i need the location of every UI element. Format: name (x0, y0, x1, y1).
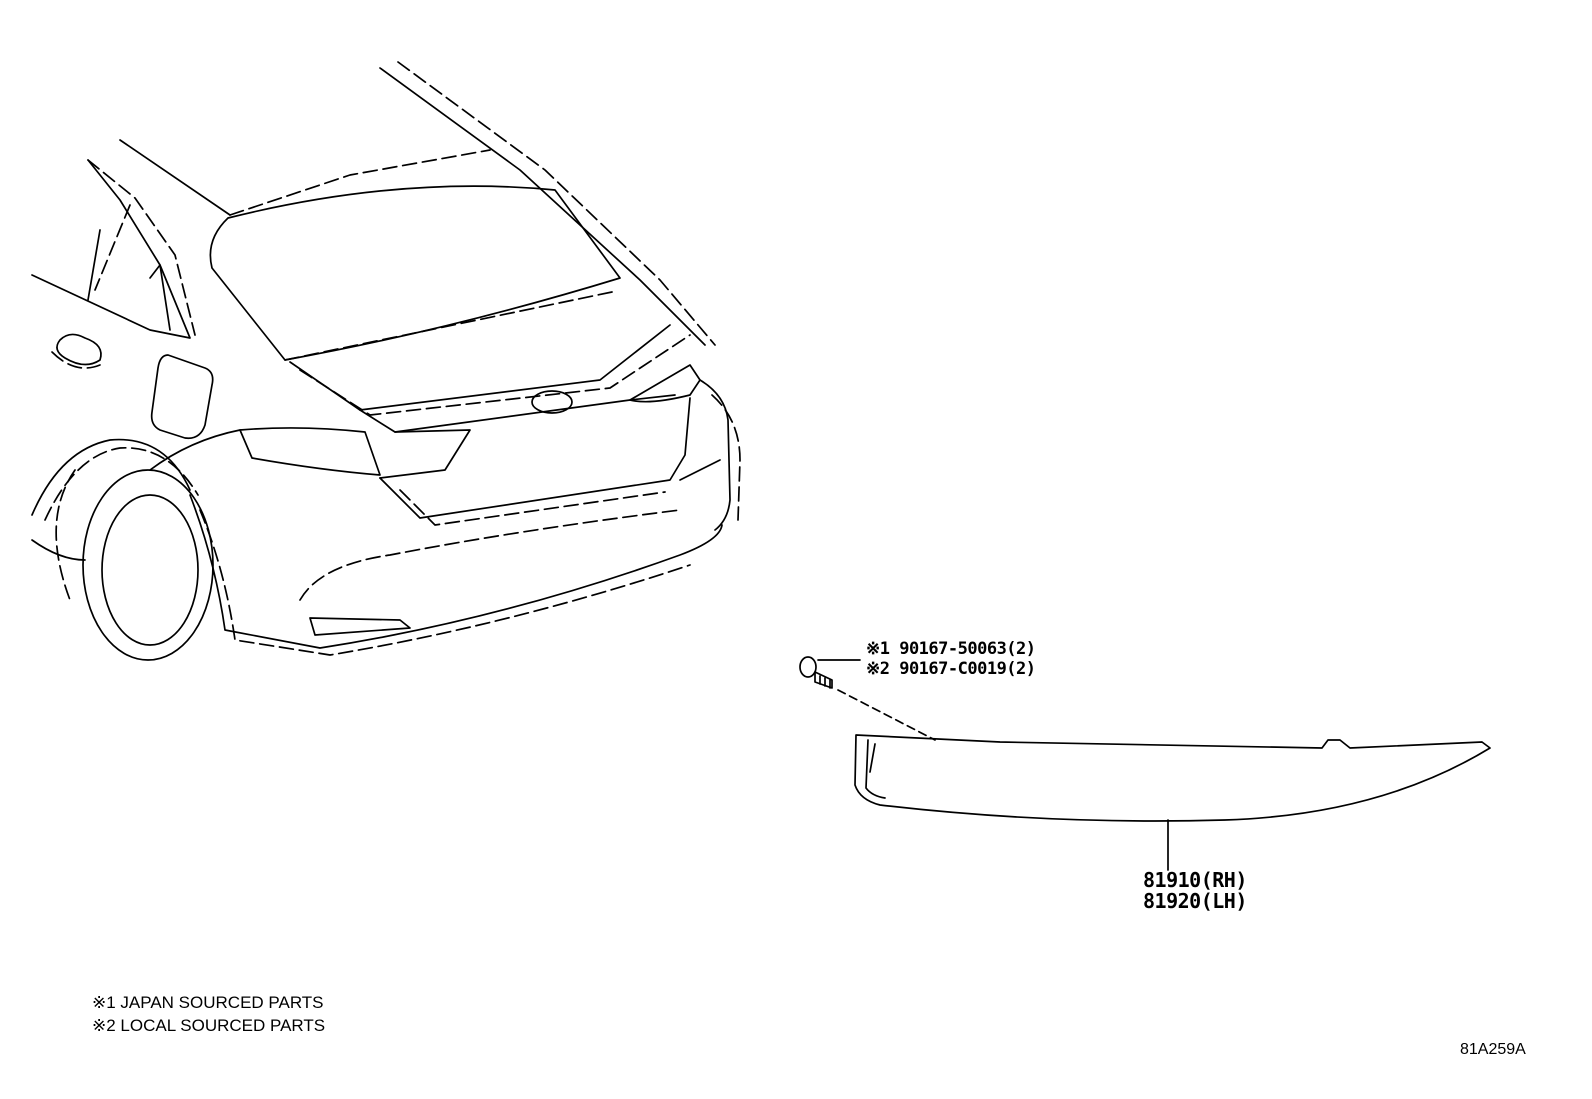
vehicle-rear-illustration (31, 61, 741, 661)
note-local-sourced: ※2 LOCAL SOURCED PARTS (92, 1016, 326, 1035)
reflector-assembly (799, 656, 1491, 871)
reflector-rh-part-number: 81910(RH) (1143, 868, 1247, 892)
reflector-lh-part-number: 81920(LH) (1143, 889, 1247, 913)
bolt-local-part-number: ※2 90167-C0019(2) (866, 659, 1036, 679)
bolt-install-guide (837, 689, 936, 741)
rear-reflector-part (854, 734, 1491, 822)
bolt-japan-part-number: ※1 90167-50063(2) (866, 639, 1036, 659)
illustration-id: 81A259A (1460, 1041, 1526, 1058)
bolt-head-icon (799, 656, 817, 678)
bolt-shank-icon (814, 671, 833, 689)
note-japan-sourced: ※1 JAPAN SOURCED PARTS (92, 993, 324, 1012)
